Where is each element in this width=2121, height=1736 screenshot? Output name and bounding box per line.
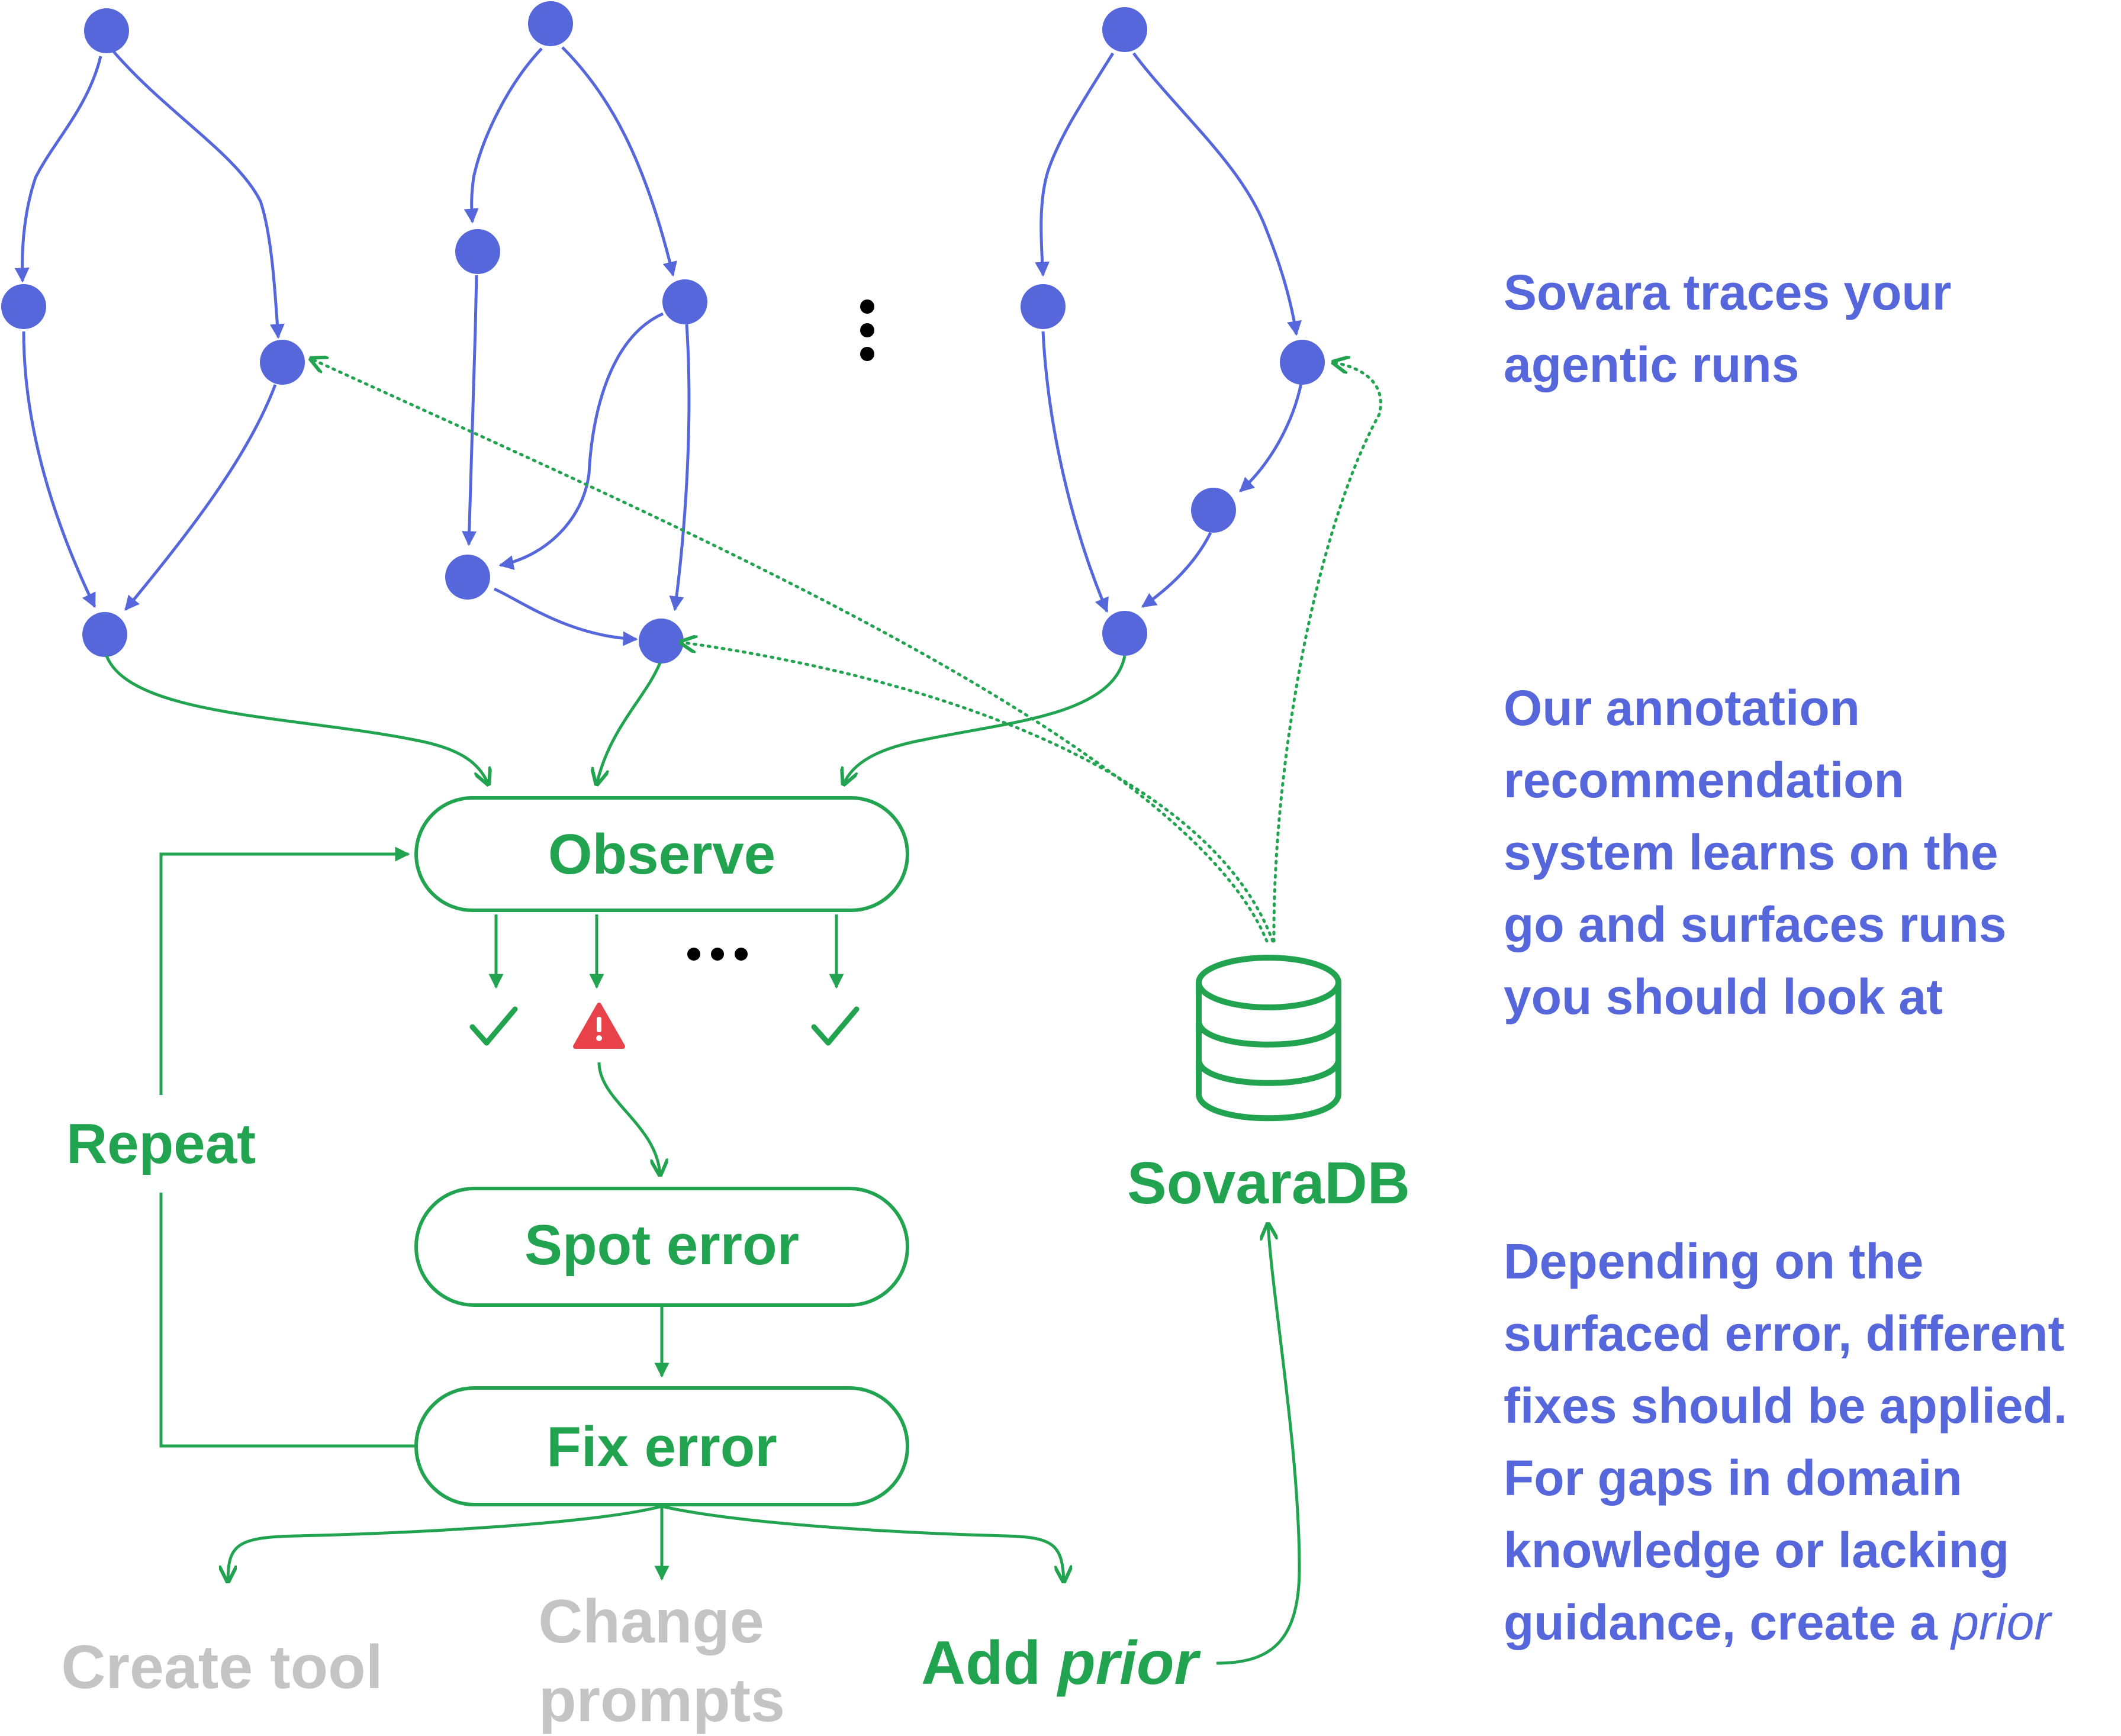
trace-node <box>662 279 707 324</box>
annotation-line: you should look at <box>1504 969 1943 1025</box>
trace-node <box>445 555 490 600</box>
spot-error-step: Spot error <box>414 1187 909 1307</box>
add-prior-prefix: Add <box>921 1629 1041 1698</box>
trace-graph-3 <box>1021 7 1325 656</box>
annotation-line: go and surfaces runs <box>1504 897 2007 952</box>
prior-to-db-arrow <box>1216 1224 1301 1665</box>
observe-step: Observe <box>414 796 909 912</box>
annotation-line: Sovara traces your <box>1504 265 1951 320</box>
repeat-label: Repeat <box>66 1112 256 1175</box>
trace-node <box>1 284 46 329</box>
annotation-line: Our annotation <box>1504 680 1860 736</box>
repeat-loop: Repeat <box>66 846 414 1448</box>
annotation-last-emphasis: prior <box>1949 1595 2052 1650</box>
ellipsis-icon <box>860 299 874 361</box>
annotation-last-prefix: guidance, create a <box>1504 1595 1938 1650</box>
trace-node <box>1021 284 1066 329</box>
annotation-line: Depending on the <box>1504 1233 1923 1289</box>
warning-icon <box>573 1003 625 1049</box>
trace-node <box>82 612 127 657</box>
fix-outputs <box>228 1505 1064 1582</box>
observe-inputs <box>105 655 1127 784</box>
observe-label: Observe <box>548 823 775 886</box>
trace-node <box>528 1 573 46</box>
trace-node <box>84 8 129 53</box>
annotation-line: knowledge or lacking <box>1504 1522 2009 1578</box>
database-label: SovaraDB <box>1127 1150 1410 1216</box>
annotation-line: surfaced error, different <box>1504 1306 2065 1361</box>
recommendation-links <box>311 359 1382 943</box>
check-icon <box>469 1006 518 1046</box>
add-prior-option: Add prior <box>921 1629 1202 1698</box>
fix-error-step: Fix error <box>414 1386 909 1506</box>
observe-outputs <box>488 914 844 989</box>
trace-graph-1 <box>1 8 305 657</box>
fix-error-label: Fix error <box>546 1415 777 1479</box>
trace-graph-2 <box>445 1 707 664</box>
ellipsis-icon <box>687 948 748 961</box>
trace-node <box>1280 340 1325 385</box>
change-prompts-option-line1: Change <box>538 1587 764 1656</box>
trace-node <box>1191 488 1236 533</box>
annotation-line: fixes should be applied. <box>1504 1378 2067 1434</box>
warning-to-spot-error <box>597 1062 660 1175</box>
annotation-line: agentic runs <box>1504 337 1799 392</box>
annotation-recommendation: Our annotation recommendation system lea… <box>1504 680 2007 1025</box>
create-tool-option: Create tool <box>61 1633 382 1702</box>
trace-node <box>1102 7 1147 52</box>
trace-node <box>260 340 305 385</box>
trace-node <box>1102 611 1147 656</box>
change-prompts-option-line2: prompts <box>539 1666 785 1735</box>
check-icon <box>811 1006 860 1046</box>
annotation-line: For gaps in domain <box>1504 1450 1962 1506</box>
add-prior-emphasis: prior <box>1056 1629 1201 1698</box>
annotation-line: guidance, create a prior <box>1504 1595 2052 1650</box>
annotation-traces: Sovara traces your agentic runs <box>1504 265 1951 392</box>
trace-node <box>455 229 500 274</box>
annotation-line: recommendation <box>1504 752 1904 808</box>
annotation-fixes: Depending on the surfaced error, differe… <box>1504 1233 2067 1650</box>
trace-node <box>639 619 684 664</box>
database-icon <box>1196 955 1341 1122</box>
annotation-line: system learns on the <box>1504 824 1998 880</box>
spot-error-label: Spot error <box>524 1213 799 1277</box>
